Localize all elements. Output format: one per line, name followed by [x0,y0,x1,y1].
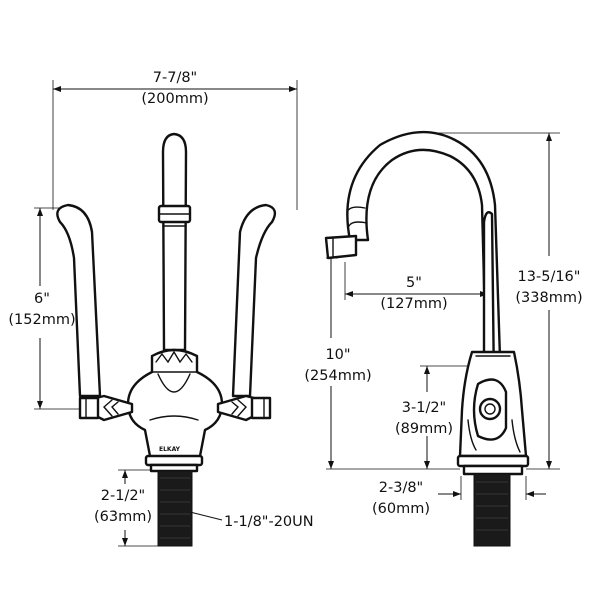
front-threaded-shank [157,470,193,547]
spout-height-imperial-label: 10" [325,347,350,363]
side-base [456,454,530,468]
base-diameter-imperial-label: 2-3/8" [379,480,423,496]
front-base [144,454,204,467]
front-view: ELKAY 7-7/8" (200mm) 6" (152mm) 2-1/2" (… [8,70,314,547]
side-gooseneck-spout [346,130,502,360]
side-threaded-shank [473,473,511,547]
side-view: 5" (127mm) 13-5/16" (338mm) 10" (254mm) … [304,130,583,547]
reach-metric-label: (127mm) [380,296,447,312]
front-spout-tube [161,132,188,352]
brand-mark: ELKAY [159,446,181,453]
overall-height-metric-label: (338mm) [515,290,582,306]
right-valve-cap [216,394,256,422]
aerator [324,234,358,260]
side-wrist-blade-handle [482,211,496,388]
shank-length-imperial-label: 2-1/2" [101,488,145,504]
spout-height-metric-label: (254mm) [304,368,371,384]
left-valve-cap [94,394,134,422]
valve-body [126,348,224,463]
handle-height-metric-label: (152mm) [8,312,75,328]
handle-center-imperial-label: 3-1/2" [402,400,446,416]
shank-length-metric-label: (63mm) [94,509,152,525]
overall-height-imperial-label: 13-5/16" [518,269,581,285]
thread-spec-label: 1-1/8"-20UN [224,514,314,530]
width-metric-label: (200mm) [141,91,208,107]
width-imperial-label: 7-7/8" [153,70,197,86]
handle-center-metric-label: (89mm) [395,421,453,437]
right-wrist-blade-handle [231,203,277,398]
base-diameter-metric-label: (60mm) [372,501,430,517]
handle-height-imperial-label: 6" [34,291,50,307]
left-wrist-blade-handle [56,203,102,398]
reach-imperial-label: 5" [406,275,422,291]
